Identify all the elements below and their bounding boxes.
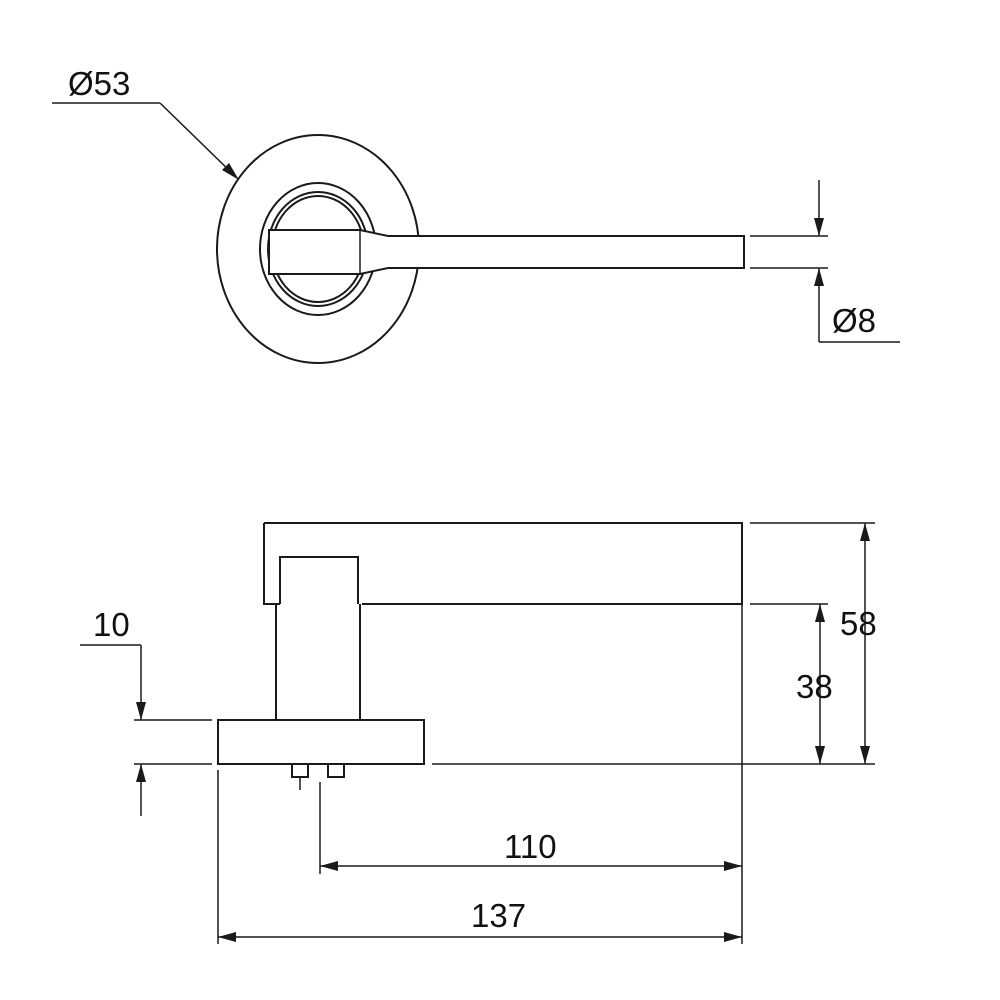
side-view: 58 38 10 110 137 [80, 522, 877, 944]
rose-diameter-leader [159, 102, 237, 178]
lever-bar-side [263, 522, 743, 605]
dim-110-arrow-right [724, 861, 742, 871]
plan-view: Ø53 Ø8 [52, 65, 900, 364]
dim-10-arrow-upper [136, 702, 146, 720]
fixing-screw-right [327, 763, 345, 778]
dim-10-label: 10 [93, 606, 130, 643]
dim-58-arrow-top [860, 523, 870, 541]
dim-10-arrow-lower [136, 764, 146, 782]
dim-58-arrow-bottom [860, 746, 870, 764]
dim-38-label: 38 [796, 668, 833, 705]
dim-38-arrow-top [815, 604, 825, 622]
bar-dim-arrow-lower [814, 268, 824, 286]
dim-137-label: 137 [471, 897, 526, 934]
dim-110-label: 110 [504, 828, 557, 865]
dim-137-arrow-left [218, 932, 236, 942]
rose-diameter-arrowhead [222, 163, 239, 180]
lever-bar-plan [268, 229, 745, 275]
bar-diameter-label: Ø8 [832, 302, 876, 339]
rose-diameter-label: Ø53 [68, 65, 130, 102]
dim-58-label: 58 [840, 605, 877, 642]
dim-110-arrow-left [320, 861, 338, 871]
dim-38-arrow-bottom [815, 746, 825, 764]
lever-hub [279, 556, 359, 604]
dim-137-arrow-right [724, 932, 742, 942]
bar-dim-arrow-upper [814, 218, 824, 236]
rose-plate [217, 719, 425, 765]
fixing-screw-left [291, 763, 309, 778]
